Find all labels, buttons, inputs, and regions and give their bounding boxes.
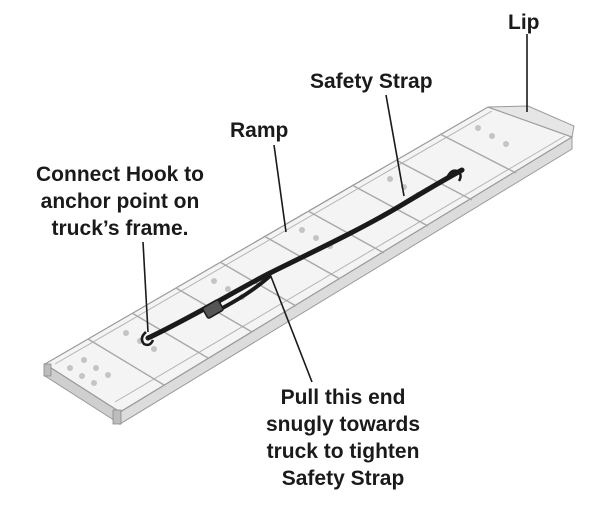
pull-instruction-line: snugly towards: [266, 413, 421, 436]
leader-pull: [269, 273, 313, 383]
ramp-right-rail: [114, 135, 566, 403]
ratchet-buckle: [202, 299, 224, 319]
ramp-foot: [43, 363, 52, 377]
leader-hook: [142, 241, 149, 333]
ramp-deck: [43, 106, 574, 413]
lip-label-text: Lip: [508, 11, 540, 34]
safety-strap-label-text: Safety Strap: [310, 70, 433, 93]
pull-instruction-line: truck to tighten: [266, 440, 420, 463]
safety-strap: [140, 167, 465, 347]
hook-instruction-line: Connect Hook to: [36, 163, 204, 186]
hook-instruction-label: Connect Hook to anchor point on truck’s …: [36, 161, 204, 242]
hook-icon: [140, 331, 155, 347]
leader-safety-strap: [385, 94, 405, 197]
lip-label: Lip: [508, 9, 540, 36]
pull-instruction-line: Pull this end: [280, 386, 406, 409]
ramp-label: Ramp: [230, 117, 288, 144]
ramp-lip: [487, 105, 575, 138]
pull-instruction-label: Pull this end snugly towards truck to ti…: [266, 384, 420, 492]
hook-instruction-line: anchor point on: [40, 190, 200, 213]
ramp-label-text: Ramp: [230, 119, 289, 142]
pull-instruction-line: Safety Strap: [281, 467, 405, 490]
safety-strap-label: Safety Strap: [310, 68, 433, 95]
far-hook-icon: [445, 169, 462, 182]
hook-instruction-line: truck’s frame.: [51, 217, 189, 240]
leader-ramp: [273, 144, 287, 233]
leader-lines: [142, 34, 528, 383]
ramp-foot: [112, 409, 122, 425]
ramp-left-rail: [54, 110, 493, 365]
